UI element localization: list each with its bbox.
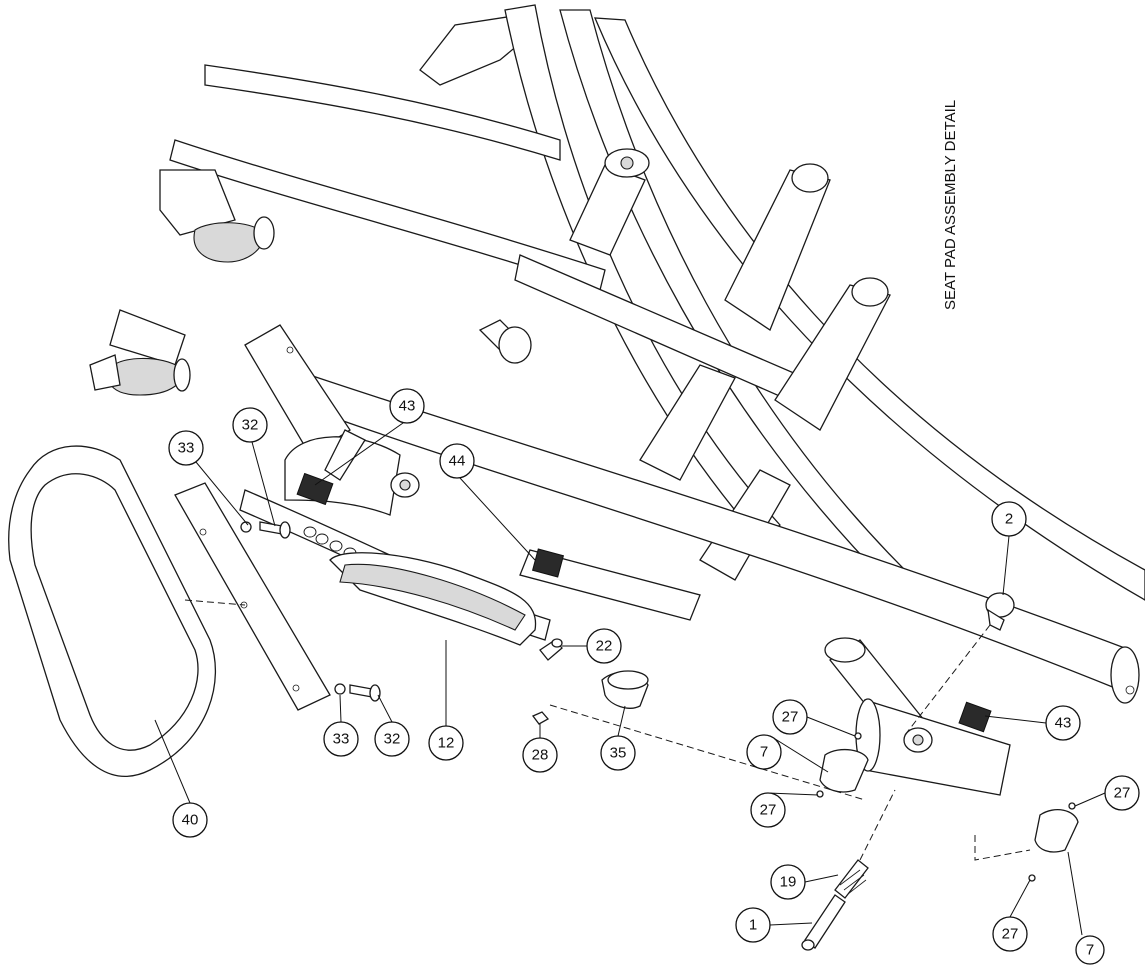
svg-text:43: 43 [1055,715,1072,732]
callout-12: 12 [428,725,464,761]
carriage-drawing [8,309,1079,951]
callout-1: 1 [735,907,771,943]
svg-text:32: 32 [384,731,401,748]
callout-7-a: 7 [746,734,782,770]
leader-lines [154,422,1106,936]
callout-27-d: 27 [992,916,1028,952]
callout-27-b: 27 [750,792,786,828]
svg-text:27: 27 [760,802,777,819]
svg-text:35: 35 [610,745,627,762]
callout-27-a: 27 [772,699,808,735]
diagram-title: SEAT PAD ASSEMBLY DETAIL [942,100,959,310]
svg-text:12: 12 [438,735,455,752]
svg-text:27: 27 [782,709,799,726]
callout-19: 19 [770,864,806,900]
callout-43-bottom: 43 [1045,705,1081,741]
svg-text:40: 40 [182,812,199,829]
svg-text:7: 7 [760,744,768,761]
frame-drawing [159,4,1145,761]
svg-text:33: 33 [178,440,195,457]
callout-44: 44 [439,443,475,479]
svg-text:33: 33 [333,731,350,748]
callout-32-bottom: 32 [374,721,410,757]
svg-text:22: 22 [596,638,613,655]
svg-text:7: 7 [1086,942,1094,959]
svg-text:27: 27 [1002,926,1019,943]
assembly-centerlines [184,599,1031,861]
callout-2: 2 [991,501,1027,537]
callout-7-b: 7 [1075,935,1105,965]
svg-text:27: 27 [1114,785,1131,802]
svg-text:28: 28 [532,747,549,764]
callout-27-c: 27 [1104,775,1140,811]
svg-text:19: 19 [780,874,797,891]
callout-35: 35 [600,735,636,771]
callout-43-top: 43 [389,388,425,424]
callout-28: 28 [522,737,558,773]
svg-text:1: 1 [749,917,757,934]
callout-33-top: 33 [168,430,204,466]
svg-text:2: 2 [1005,511,1013,528]
callout-40: 40 [172,802,208,838]
callout-32-top: 32 [232,407,268,443]
svg-text:44: 44 [449,453,466,470]
callout-33-bottom: 33 [323,721,359,757]
svg-text:32: 32 [242,417,259,434]
svg-text:43: 43 [399,398,416,415]
callout-22: 22 [586,628,622,664]
